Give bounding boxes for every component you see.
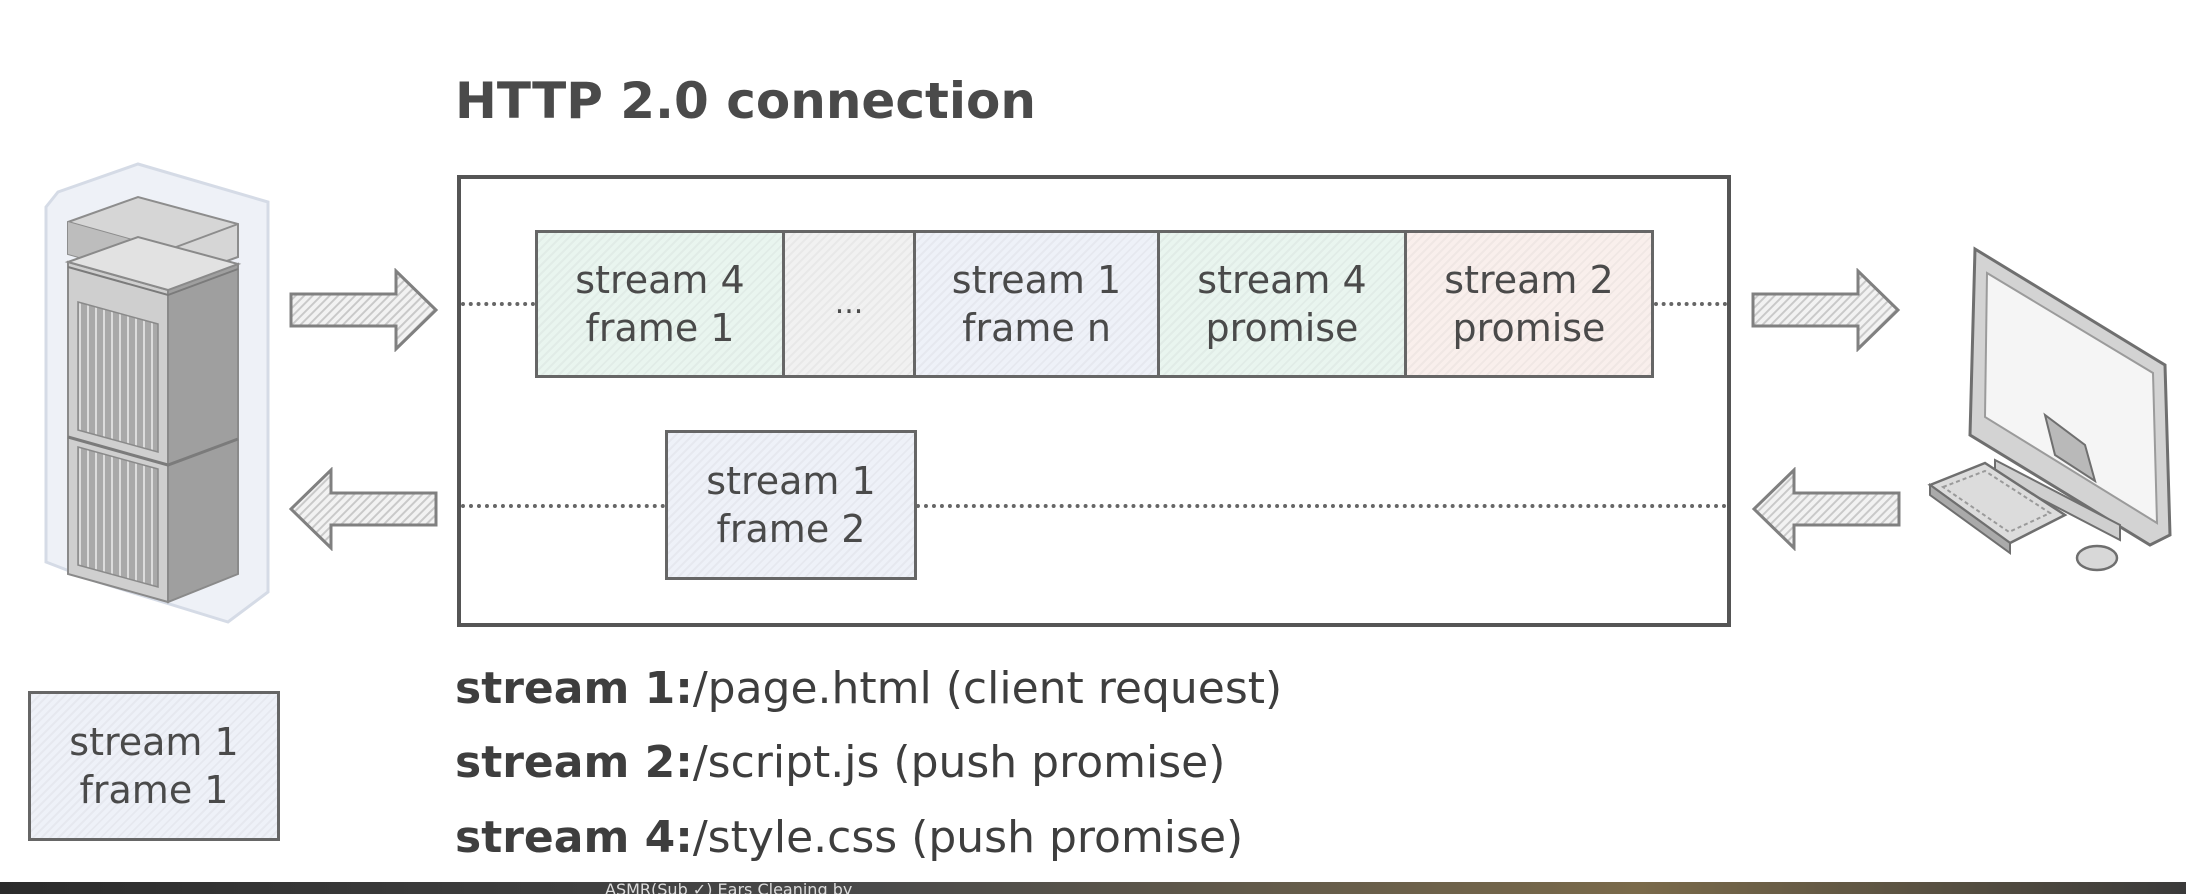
dotted-line-top-right xyxy=(1654,302,1727,306)
legend-desc: /style.css (push promise) xyxy=(692,812,1244,863)
frame-line2: promise xyxy=(1205,306,1359,350)
legend-stream4: stream 4:/style.css (push promise) xyxy=(455,812,1243,863)
frame-line1: stream 1 xyxy=(706,459,876,503)
bottom-thumbnail-caption[interactable]: ASMR(Sub ✓) Ears Cleaning by xyxy=(605,880,853,894)
arrow-left-to-server xyxy=(288,467,438,551)
diagram-title: HTTP 2.0 connection xyxy=(455,72,1036,130)
connection-box xyxy=(457,175,1731,627)
legend-desc: /script.js (push promise) xyxy=(692,737,1226,788)
frame-line1: ... xyxy=(834,286,864,321)
frame-line1: stream 2 xyxy=(1444,258,1614,302)
legend-desc: /page.html (client request) xyxy=(692,663,1283,714)
legend-stream-label: stream 4: xyxy=(455,812,693,863)
bottom-thumbnail-strip[interactable] xyxy=(0,882,2186,894)
frame-ellipsis: ... xyxy=(782,230,916,378)
legend-stream1: stream 1:/page.html (client request) xyxy=(455,663,1282,714)
legend-stream-label: stream 1: xyxy=(455,663,693,714)
arrow-right-to-connection xyxy=(289,268,439,352)
frame-line1: stream 4 xyxy=(1197,258,1367,302)
frame-line1: stream 1 xyxy=(951,258,1122,302)
dotted-line-top-left xyxy=(461,302,535,306)
arrow-right-to-client xyxy=(1751,268,1901,352)
frame-line2: frame 1 xyxy=(79,768,229,812)
dotted-line-bottom-left xyxy=(461,504,665,508)
frame-line2: frame 2 xyxy=(716,507,866,551)
frame-line1: stream 1 xyxy=(69,720,239,764)
frame-line1: stream 4 xyxy=(575,258,745,302)
frame-line2: promise xyxy=(1452,306,1606,350)
frame-line2: frame n xyxy=(962,306,1111,350)
arrow-left-from-client xyxy=(1751,467,1901,551)
desktop-computer-icon xyxy=(1927,246,2172,572)
frame-line2: frame 1 xyxy=(585,306,735,350)
dotted-line-bottom-right xyxy=(916,504,1727,508)
legend-stream2: stream 2:/script.js (push promise) xyxy=(455,737,1225,788)
legend-stream-label: stream 2: xyxy=(455,737,693,788)
server-rack-icon xyxy=(44,162,270,624)
